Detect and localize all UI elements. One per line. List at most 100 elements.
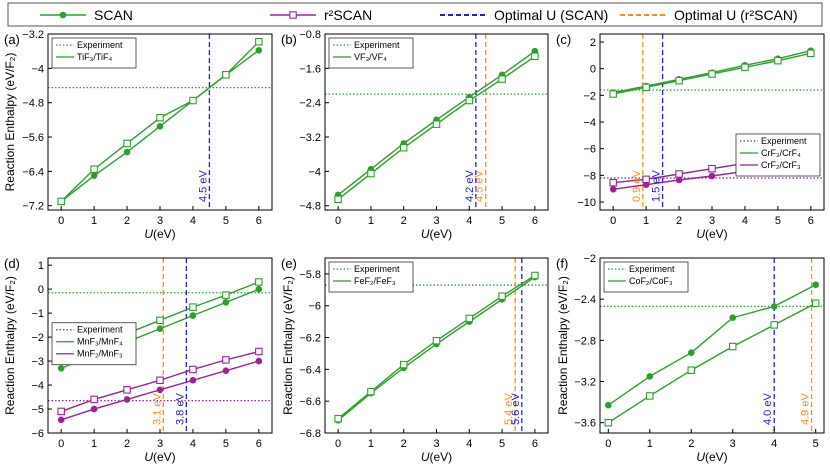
x-tick-label-2: 2 xyxy=(676,215,682,227)
point-r2scan-0-2 xyxy=(399,144,408,152)
y-tick-label-5: 0 xyxy=(590,64,596,76)
point-r2scan-0-1 xyxy=(90,165,98,173)
x-tick-label-2: 2 xyxy=(401,438,407,450)
x-tick-label-5: 5 xyxy=(223,215,229,227)
panel-legend-frame xyxy=(328,37,414,69)
x-tick-label-0: 0 xyxy=(605,438,611,450)
point-r2scan-1-3 xyxy=(708,164,716,173)
point-r2scan-0-1 xyxy=(642,83,650,92)
x-tick-label-0: 0 xyxy=(58,438,64,450)
point-r2scan-0-2 xyxy=(399,360,408,369)
x-tick-label-6: 6 xyxy=(532,215,538,227)
y-tick-label-3: −2.4 xyxy=(574,294,596,306)
optimal-u-label-0: 4.5 eV xyxy=(197,170,209,202)
panel-tag: (f) xyxy=(556,256,568,271)
panel-legend-label-1: CrF₃/CrF₄ xyxy=(761,148,801,158)
point-scan-0-6 xyxy=(255,285,263,293)
point-r2scan-0-0 xyxy=(57,197,65,206)
legend-label-0: SCAN xyxy=(94,7,133,23)
y-tick-label-3: −6.2 xyxy=(299,333,321,345)
point-r2scan-0-4 xyxy=(770,321,778,329)
x-tick-label-2: 2 xyxy=(124,215,130,227)
y-tick-label-3: −2.4 xyxy=(299,98,321,110)
legend-marker-1 xyxy=(289,11,297,19)
point-r2scan-0-5 xyxy=(774,56,782,65)
panel-legend-label-1: CoF₂/CoF₃ xyxy=(629,276,673,286)
y-tick-label-5: −0.8 xyxy=(299,29,321,41)
point-scan-0-0 xyxy=(57,364,65,372)
point-scan-0-3 xyxy=(729,314,737,322)
point-r2scan-0-1 xyxy=(367,169,375,178)
y-tick-label-0: −7.2 xyxy=(22,201,44,213)
point-scan-0-2 xyxy=(687,349,695,357)
x-tick-label-0: 0 xyxy=(610,215,616,227)
x-tick-label-3: 3 xyxy=(433,215,439,227)
point-scan-1-3 xyxy=(708,172,716,180)
panel-legend-label-1: FeF₂/FeF₃ xyxy=(354,276,396,286)
y-tick-label-0: −6 xyxy=(31,428,44,440)
point-r2scan-0-1 xyxy=(646,392,654,400)
y-tick-label-1: −8 xyxy=(583,170,596,182)
y-tick-label-7: 1 xyxy=(38,260,44,272)
point-r2scan-0-3 xyxy=(432,120,441,128)
optimal-u-label-0: 4.0 eV xyxy=(762,393,774,425)
x-axis-label-rest: (eV) xyxy=(153,450,176,464)
x-axis-label: U(eV) xyxy=(696,227,727,241)
point-r2scan-1-2 xyxy=(123,386,131,394)
point-r2scan-1-0 xyxy=(57,407,65,416)
point-r2scan-0-4 xyxy=(741,63,749,72)
point-r2scan-0-4 xyxy=(465,96,474,105)
point-scan-0-3 xyxy=(156,122,164,130)
point-r2scan-1-5 xyxy=(222,356,230,364)
optimal-u-label-1: 4.9 eV xyxy=(800,393,812,425)
y-tick-label-3: −4.8 xyxy=(22,98,44,110)
panel-legend-frame xyxy=(735,133,821,177)
x-axis-label: U(eV) xyxy=(421,227,452,241)
optimal-u-label-0: 3.1 eV xyxy=(151,393,163,425)
legend-marker-0 xyxy=(59,11,67,19)
y-tick-label-2: −6 xyxy=(583,144,596,156)
x-tick-label-5: 5 xyxy=(223,438,229,450)
x-tick-label-1: 1 xyxy=(643,215,649,227)
y-tick-label-5: −1 xyxy=(31,308,44,320)
panel-tag: (a) xyxy=(4,32,20,47)
point-scan-0-5 xyxy=(812,281,820,289)
x-tick-label-1: 1 xyxy=(368,215,374,227)
x-tick-label-4: 4 xyxy=(466,438,472,450)
x-axis-label: U(eV) xyxy=(696,450,727,464)
point-r2scan-0-4 xyxy=(189,96,197,105)
point-r2scan-0-0 xyxy=(334,195,342,204)
y-tick-label-1: −3.2 xyxy=(574,377,596,389)
point-r2scan-0-4 xyxy=(465,314,474,323)
x-axis-label-rest: (eV) xyxy=(153,227,176,241)
panel-legend-label-0: Experiment xyxy=(354,40,400,50)
point-r2scan-0-6 xyxy=(255,37,263,46)
panel-legend-frame xyxy=(328,261,414,293)
x-axis-label-u: U xyxy=(696,450,705,464)
y-tick-label-1: −5 xyxy=(31,404,44,416)
point-scan-1-2 xyxy=(123,396,131,403)
y-tick-label-2: −4 xyxy=(31,380,44,392)
y-tick-label-0: −4.8 xyxy=(299,201,321,213)
point-scan-1-0 xyxy=(57,416,65,424)
figure-legend-frame xyxy=(7,2,823,27)
point-scan-1-4 xyxy=(189,376,197,384)
point-scan-0-0 xyxy=(604,401,612,409)
legend-label-1: r²SCAN xyxy=(324,7,372,23)
point-r2scan-0-4 xyxy=(189,303,197,311)
optimal-u-label-0: 0.9 eV xyxy=(631,170,643,202)
optimal-u-label-1: 1.5 eV xyxy=(651,170,663,202)
y-tick-label-5: −5.8 xyxy=(299,269,321,281)
x-axis-label-rest: (eV) xyxy=(705,227,728,241)
y-tick-label-0: −6.8 xyxy=(299,428,321,440)
optimal-u-label-1: 4.5 eV xyxy=(474,170,486,202)
point-scan-0-4 xyxy=(189,312,197,319)
optimal-u-label-0: 4.2 eV xyxy=(464,170,476,202)
